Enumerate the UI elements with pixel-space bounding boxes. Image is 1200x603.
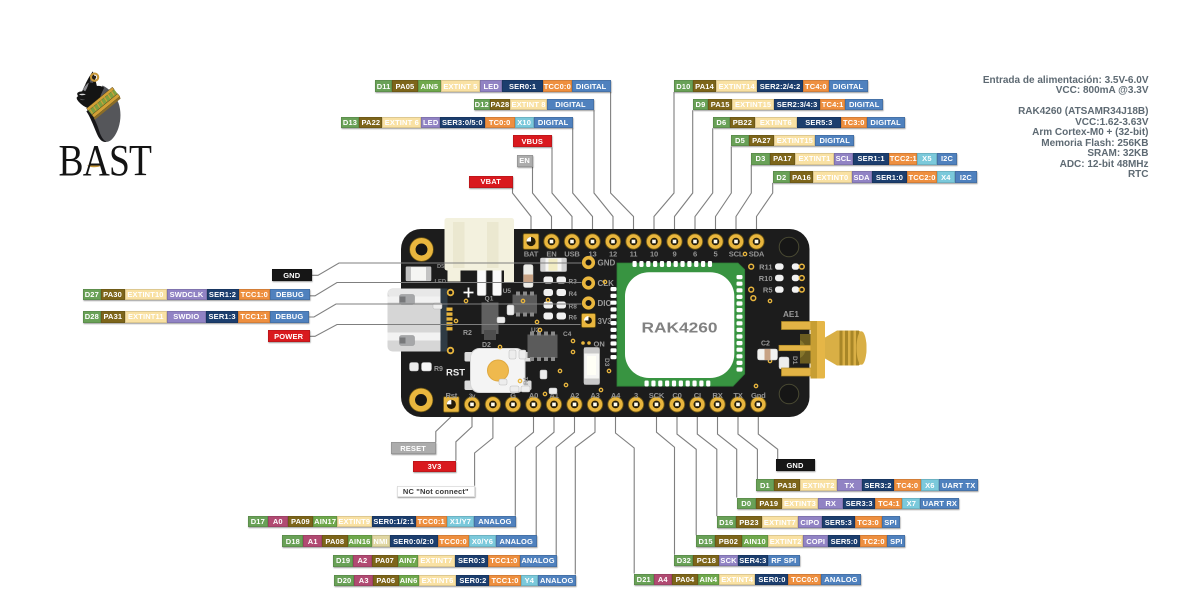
svg-text:CI: CI — [694, 391, 701, 400]
svg-text:C4: C4 — [563, 331, 572, 338]
svg-text:RX: RX — [712, 391, 722, 400]
svg-text:R9: R9 — [434, 366, 443, 373]
svg-text:C2: C2 — [761, 341, 770, 348]
svg-text:R5: R5 — [763, 286, 773, 295]
svg-text:13: 13 — [588, 250, 596, 259]
svg-text:EN: EN — [546, 250, 556, 259]
svg-text:Rst: Rst — [445, 391, 457, 400]
svg-text:Q1: Q1 — [485, 296, 494, 303]
svg-text:SCK: SCK — [649, 391, 665, 400]
svg-text:10: 10 — [650, 250, 658, 259]
svg-text:R10: R10 — [759, 274, 773, 283]
svg-text:5: 5 — [713, 250, 718, 259]
svg-text:3V3: 3V3 — [598, 317, 613, 326]
svg-text:R4: R4 — [569, 291, 578, 298]
svg-text:RST: RST — [446, 368, 465, 379]
svg-text:SDA: SDA — [749, 250, 765, 259]
svg-text:A3: A3 — [590, 391, 599, 400]
svg-text:AE1: AE1 — [783, 310, 799, 319]
svg-text:RAK4260: RAK4260 — [642, 321, 718, 337]
svg-text:11: 11 — [630, 250, 639, 259]
svg-text:9: 9 — [672, 250, 676, 259]
svg-text:D3: D3 — [603, 358, 610, 367]
svg-text:A1: A1 — [549, 391, 559, 400]
svg-text:D1: D1 — [791, 356, 798, 365]
svg-text:D5: D5 — [437, 264, 445, 270]
svg-text:R8: R8 — [569, 303, 578, 310]
svg-text:Gnd: Gnd — [751, 391, 766, 400]
svg-text:BAT: BAT — [524, 250, 539, 259]
svg-text:U5: U5 — [503, 288, 512, 295]
svg-text:12: 12 — [609, 250, 617, 259]
svg-text:R11: R11 — [759, 263, 772, 272]
svg-text:C0: C0 — [672, 391, 681, 400]
svg-text:D2: D2 — [482, 342, 491, 349]
svg-text:TX: TX — [733, 391, 742, 400]
svg-text:USB: USB — [564, 250, 580, 259]
svg-text:GND: GND — [598, 259, 616, 268]
svg-text:R6: R6 — [569, 314, 578, 321]
svg-text:A4: A4 — [611, 391, 621, 400]
svg-text:R2: R2 — [463, 330, 472, 337]
svg-text:SCL: SCL — [729, 250, 744, 259]
svg-text:6: 6 — [693, 250, 697, 259]
svg-text:A0: A0 — [529, 391, 538, 400]
svg-text:DIO: DIO — [598, 299, 612, 308]
svg-text:R1: R1 — [523, 376, 530, 385]
svg-text:3: 3 — [634, 391, 638, 400]
svg-text:G: G — [510, 391, 516, 400]
svg-text:U2: U2 — [531, 327, 540, 334]
svg-text:A2: A2 — [570, 391, 579, 400]
svg-text:3v: 3v — [469, 394, 476, 400]
svg-text:R3: R3 — [569, 278, 578, 285]
svg-text:ON: ON — [594, 340, 605, 349]
